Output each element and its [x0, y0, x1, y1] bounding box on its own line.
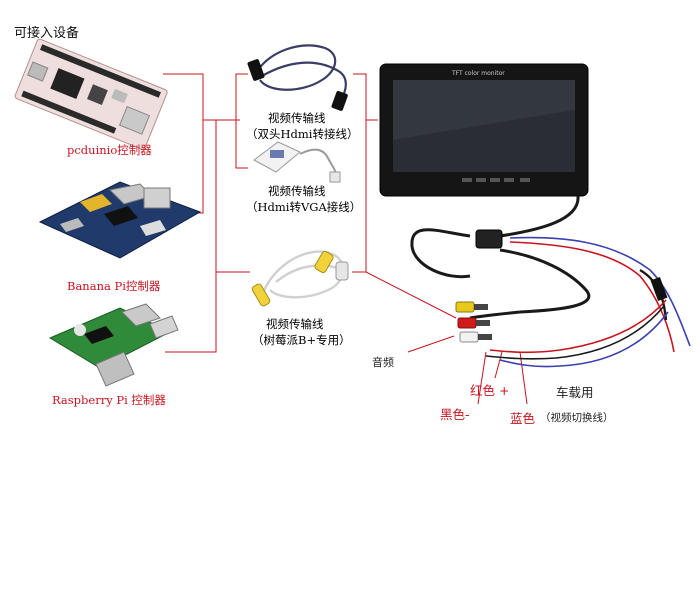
line-pcduino [163, 73, 240, 121]
pointer-red [494, 351, 503, 379]
wire-label-blue: 蓝色 [510, 411, 536, 426]
cable-title-vga: 视频传输线 [268, 184, 326, 198]
cable-note-vga: （Hdmi转VGA接线） [246, 200, 362, 214]
cable-title-av: 视频传输线 [266, 317, 324, 331]
device-label-pcduino: pcduinio控制器 [67, 143, 152, 157]
cable-note-hdmi: （双头Hdmi转接线） [246, 127, 359, 141]
wire-label-car: 车载用 [556, 385, 594, 400]
line-raspberry [165, 120, 217, 353]
pointer-audio [407, 335, 455, 353]
wire-label-audio: 音频 [372, 356, 394, 369]
pointer-blue [519, 351, 528, 405]
page-heading: 可接入设备 [14, 26, 80, 41]
bracket-right [352, 73, 367, 273]
wire-label-blue-note: （视频切换线） [540, 412, 614, 424]
monitor-label: TFT color monitor [452, 70, 505, 77]
cable-title-hdmi: 视频传输线 [268, 111, 326, 125]
bracket-left-top [235, 73, 248, 169]
pointer-black [477, 351, 487, 405]
device-label-raspberry-pi: Raspberry Pi 控制器 [52, 393, 166, 407]
cable-note-av: （树莓派B+专用） [252, 333, 351, 347]
wire-label-red: 红色 + [470, 383, 510, 398]
device-label-banana-pi: Banana Pi控制器 [67, 279, 161, 293]
line-to-rca [365, 271, 457, 319]
wire-label-black: 黑色- [440, 407, 470, 422]
